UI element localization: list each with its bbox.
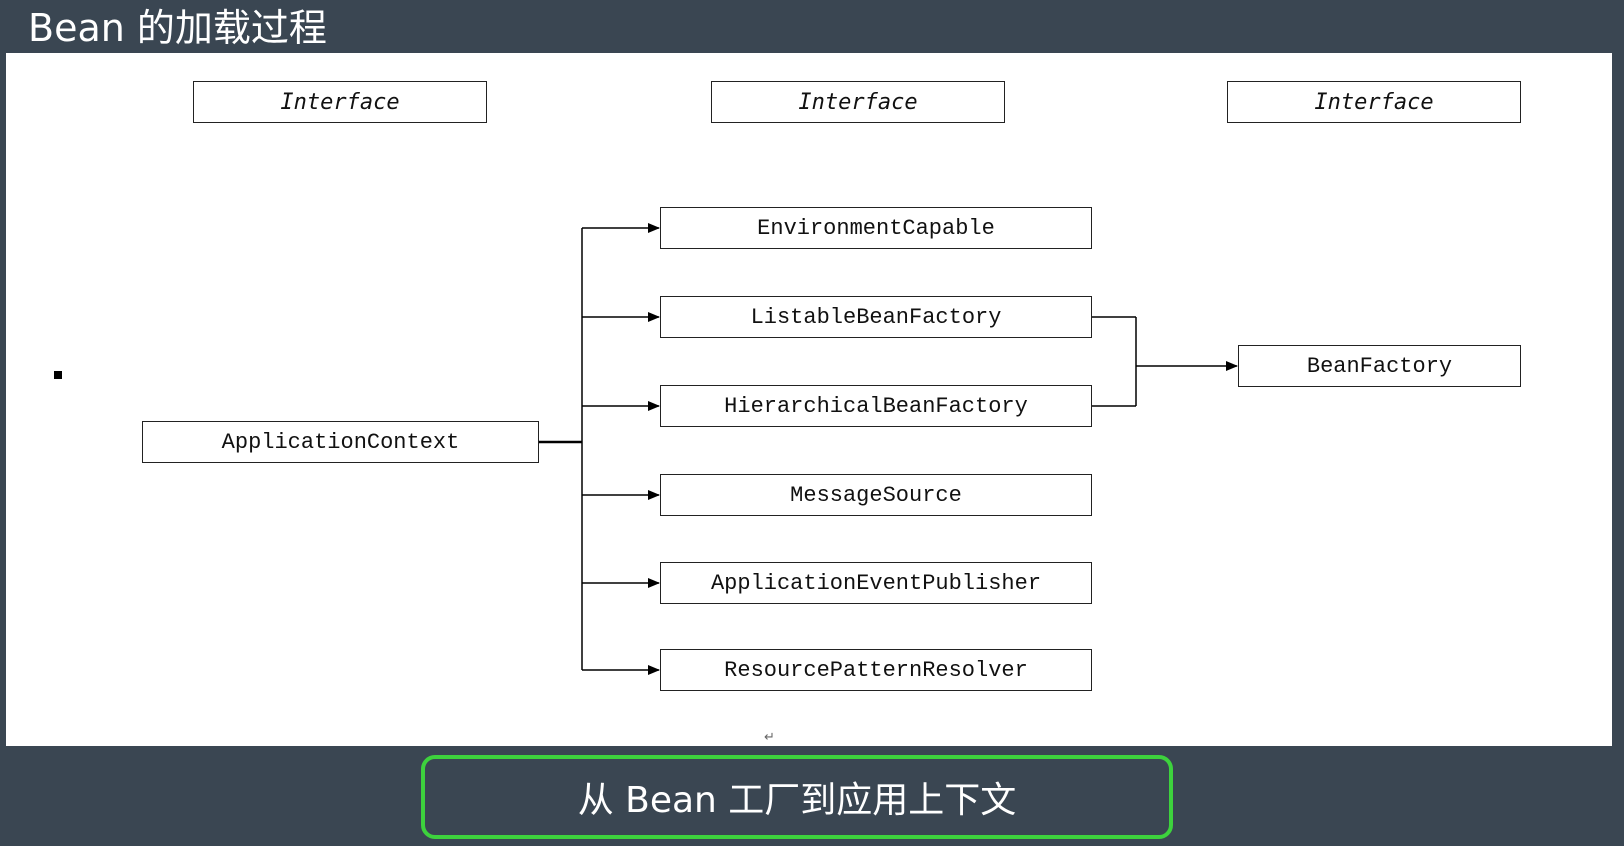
- caption-text: 从 Bean 工厂到应用上下文: [577, 780, 1017, 821]
- node-label: ApplicationContext: [221, 429, 460, 455]
- message-source-box: MessageSource: [660, 474, 1092, 516]
- node-label: HierarchicalBeanFactory: [724, 393, 1028, 419]
- bullet-marker: [54, 371, 62, 379]
- resource-pattern-resolver-box: ResourcePatternResolver: [660, 649, 1092, 691]
- environment-capable-box: EnvironmentCapable: [660, 207, 1092, 249]
- node-label: ResourcePatternResolver: [724, 657, 1028, 683]
- interface-label: Interface: [1314, 89, 1434, 115]
- interface-label-box: Interface: [193, 81, 487, 123]
- hierarchical-bean-factory-box: HierarchicalBeanFactory: [660, 385, 1092, 427]
- node-label: MessageSource: [790, 482, 962, 508]
- node-label: EnvironmentCapable: [757, 215, 995, 241]
- application-context-box: ApplicationContext: [142, 421, 539, 463]
- connector-layer: [539, 223, 1238, 675]
- return-mark: ↵: [764, 730, 775, 745]
- application-event-publisher-box: ApplicationEventPublisher: [660, 562, 1092, 604]
- class-hierarchy-diagram: Interface Interface Interface Applicatio…: [6, 53, 1612, 746]
- node-label: BeanFactory: [1306, 353, 1453, 379]
- interface-label: Interface: [280, 89, 400, 115]
- interface-label-box: Interface: [711, 81, 1005, 123]
- caption-box: 从 Bean 工厂到应用上下文: [421, 755, 1173, 839]
- slide-title: Bean 的加载过程: [28, 6, 327, 50]
- interface-label: Interface: [798, 89, 918, 115]
- bean-factory-box: BeanFactory: [1238, 345, 1521, 387]
- listable-bean-factory-box: ListableBeanFactory: [660, 296, 1092, 338]
- interface-label-box: Interface: [1227, 81, 1521, 123]
- node-label: ApplicationEventPublisher: [710, 570, 1042, 596]
- node-label: ListableBeanFactory: [750, 304, 1002, 330]
